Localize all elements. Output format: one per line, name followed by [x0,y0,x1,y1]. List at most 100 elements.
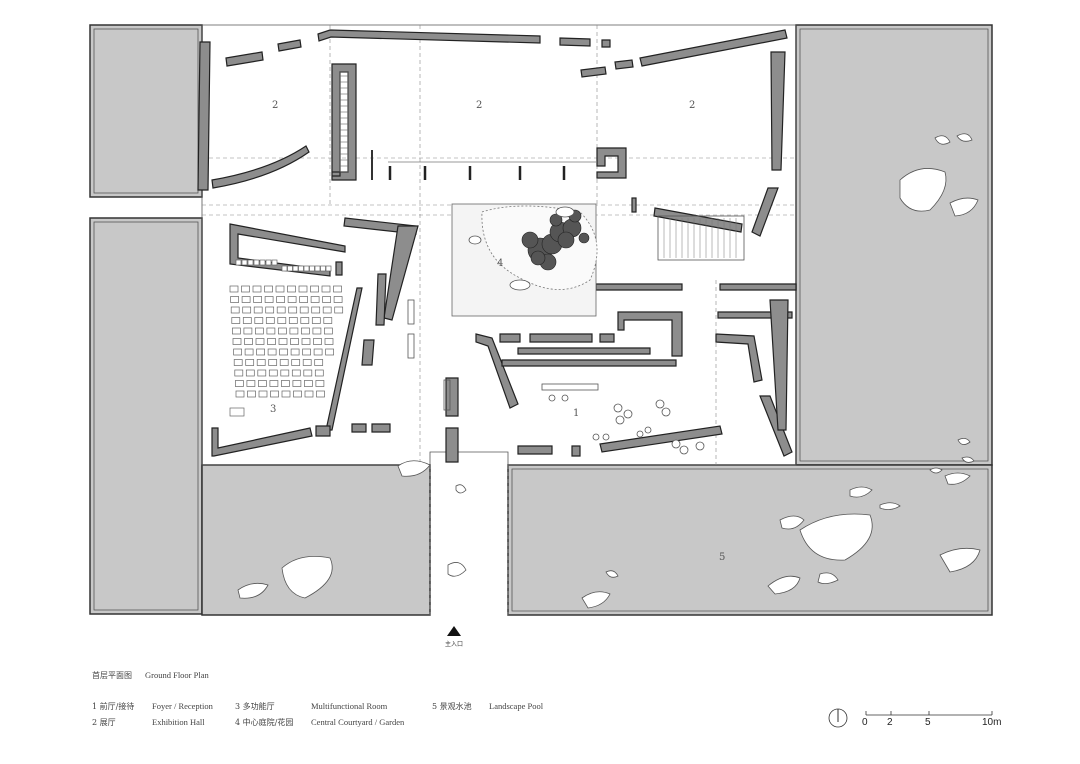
seat [312,327,322,335]
seat [281,390,291,398]
seat [241,259,248,266]
seat [278,327,287,335]
seat [271,259,278,266]
seat [334,306,344,314]
seat [247,259,254,266]
room-label-multifunction: 3 [270,404,276,415]
seat [255,327,264,335]
seat [288,317,298,324]
seat [324,338,334,345]
seat [264,285,273,293]
entrance-label: 主入口 [445,640,463,648]
seat [266,327,276,335]
seat [253,259,260,266]
legend-item-cn: 4 中心庭院/花园 [235,718,294,727]
seat [316,390,325,398]
seat [311,317,321,324]
seat [290,338,299,345]
legend-item-cn: 1 前厅/接待 [92,702,135,711]
seat [287,296,297,303]
seat [269,380,279,387]
seat [267,348,277,356]
seat [325,348,334,356]
seat [291,369,301,377]
seat [333,285,342,293]
tree-icon [521,209,590,271]
seat [300,317,310,324]
seat [234,369,244,377]
seat [268,359,278,366]
seat [277,317,287,324]
seat [255,338,265,345]
legend-item-cn: 2 展厅 [92,718,116,727]
legend-item-cn: 5 景观水池 [432,702,472,711]
seat [313,348,323,356]
seat [323,317,333,324]
seat [245,369,255,377]
room-label-hall-left: 2 [272,100,278,111]
front-seats [235,259,332,272]
seat [292,380,302,387]
seat [258,380,267,387]
seat [292,265,299,272]
seat [244,348,254,356]
scale-tick-label: 10m [982,717,1002,728]
seat [278,338,288,345]
seat [231,317,241,324]
seat [281,265,288,272]
seat [268,369,278,377]
seat [242,306,252,314]
seat [246,380,256,387]
seat [287,265,293,272]
seat [242,317,252,324]
room-label-pool: 5 [719,552,725,563]
legend-item-en: Multifunctional Room [311,701,388,711]
seat [258,390,268,398]
foyer-furniture [229,394,705,455]
seat [289,327,299,335]
landscape-pool [89,24,993,616]
seat [293,390,302,398]
walls [197,29,797,463]
seat [314,265,321,272]
seat [241,296,251,303]
room-label-foyer: 1 [573,408,579,419]
seat [244,338,253,345]
seat [279,359,289,366]
scale-tick-label: 0 [862,717,868,728]
courtyard-garden [451,203,598,317]
seat [287,285,296,293]
seat [279,348,288,356]
seat [301,327,310,335]
seat [314,369,324,377]
seat [288,306,298,314]
seat [232,338,242,345]
seat [315,380,325,387]
seat [325,265,332,272]
seat [275,285,285,293]
seat [290,348,300,356]
legend-item-cn: 3 多功能厅 [235,702,275,711]
seat [304,380,313,387]
seat [298,285,308,293]
seat [304,390,314,398]
seat [314,359,324,366]
seat [303,369,313,377]
seat [230,306,240,314]
stair [339,71,745,261]
room-label-hall-center: 2 [476,100,482,111]
seat [229,285,239,293]
seat [291,359,301,366]
seat [310,285,319,293]
entrance-arrow-icon [447,626,461,636]
seat [265,259,272,266]
seat [313,338,322,345]
seat [302,348,311,356]
legend-item-en: Foyer / Reception [152,701,213,711]
scale-bar [865,711,993,716]
seat [232,327,241,335]
legend-item-en: Central Courtyard / Garden [311,717,405,727]
seat [254,317,264,324]
seat [235,380,244,387]
seat [322,306,332,314]
